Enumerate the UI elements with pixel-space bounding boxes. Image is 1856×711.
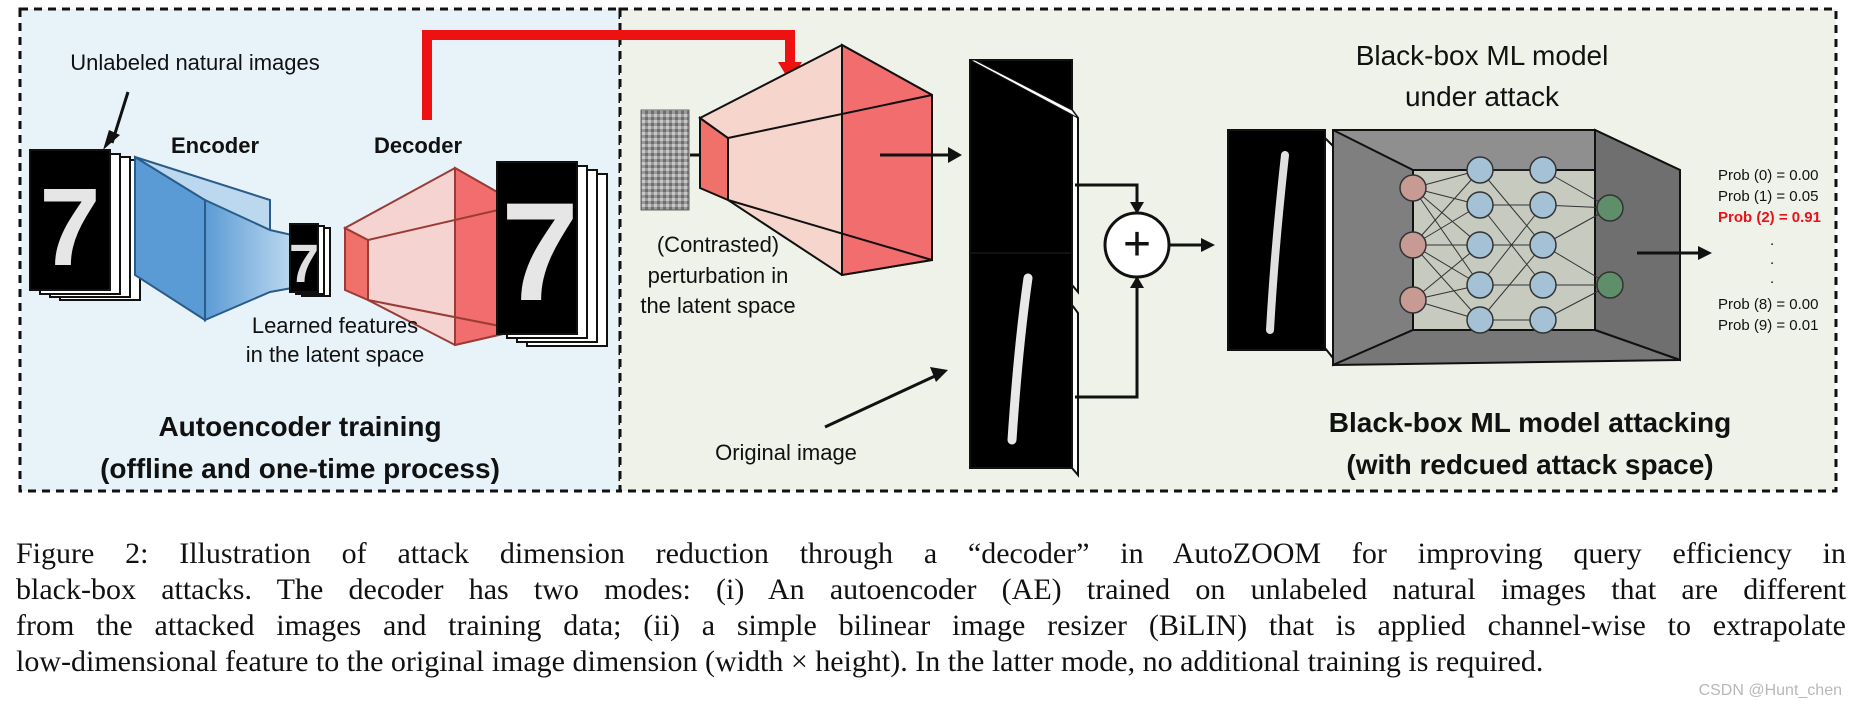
decoder-to-perturbation-arrow — [422, 30, 795, 120]
output-image-stack: 7 — [496, 161, 608, 347]
latent-label-line2: in the latent space — [246, 342, 425, 367]
watermark: CSDN @Hunt_chen — [1698, 682, 1842, 699]
add-operator-icon: + — [1123, 218, 1151, 271]
blackbox-label-line1: Black-box ML model — [1356, 40, 1609, 71]
blackbox-model-cube — [1332, 128, 1681, 367]
input-image-stack: 7 — [29, 149, 141, 301]
prob-1: Prob (1) = 0.05 — [1718, 188, 1818, 205]
autozoom-figure: 7 Unlabeled natural images Encoder 7 — [18, 7, 1838, 493]
blackbox-label-line2: under attack — [1405, 81, 1560, 112]
unlabeled-label: Unlabeled natural images — [70, 50, 320, 75]
perturbation-label-line3: the latent space — [640, 293, 795, 318]
caption-line-2: black-box attacks. The decoder has two m… — [16, 573, 1846, 606]
left-panel-title-line1: Autoencoder training — [158, 411, 441, 442]
latent-label-line1: Learned features — [252, 313, 418, 338]
prob-9: Prob (9) = 0.01 — [1718, 317, 1818, 334]
original-image — [969, 252, 1079, 478]
output-digit-glyph: 7 — [501, 173, 579, 330]
encoder-label: Encoder — [171, 133, 259, 158]
caption-line-1: Figure 2: Illustration of attack dimensi… — [16, 537, 1846, 570]
latent-noise-image — [640, 109, 690, 211]
nn-nodes — [1399, 156, 1624, 334]
original-image-label: Original image — [715, 440, 857, 465]
input-digit-glyph: 7 — [39, 166, 100, 289]
right-panel-title-line1: Black-box ML model attacking — [1329, 407, 1731, 438]
decoder-label: Decoder — [374, 133, 462, 158]
latent-digit-glyph: 7 — [289, 234, 319, 294]
add-operator-circle — [1103, 211, 1171, 279]
caption-line-4: low-dimensional feature to the original … — [16, 645, 1544, 678]
prob-ellipsis-2: . — [1770, 251, 1774, 268]
perturbation-label-line1: (Contrasted) — [657, 232, 779, 257]
prob-ellipsis-1: . — [1770, 232, 1774, 249]
latent-feature-stack: 7 — [289, 223, 331, 297]
adversarial-image — [1227, 129, 1334, 361]
probability-list: Prob (0) = 0.00 Prob (1) = 0.05 Prob (2)… — [1718, 167, 1821, 334]
prob-8: Prob (8) = 0.00 — [1718, 296, 1818, 313]
perturbation-decoder-block — [698, 43, 933, 277]
caption-line-3: from the attacked images and training da… — [16, 609, 1846, 642]
left-panel: 7 Unlabeled natural images Encoder 7 — [18, 7, 622, 493]
left-panel-title-line2: (offline and one-time process) — [100, 453, 500, 484]
perturbation-label-line2: perturbation in — [648, 263, 789, 288]
encoder-block — [134, 155, 293, 323]
decoded-perturbation-image — [969, 59, 1079, 295]
original-image-arrow — [824, 374, 936, 429]
prob-ellipsis-3: . — [1770, 270, 1774, 287]
right-panel: (Contrasted) perturbation in the latent … — [422, 7, 1838, 493]
prob-2: Prob (2) = 0.91 — [1718, 209, 1821, 226]
right-panel-title-line2: (with redcued attack space) — [1346, 449, 1713, 480]
prob-0: Prob (0) = 0.00 — [1718, 167, 1818, 184]
unlabeled-arrowhead — [103, 130, 120, 150]
figure-caption: Figure 2: Illustration of attack dimensi… — [16, 536, 1846, 680]
